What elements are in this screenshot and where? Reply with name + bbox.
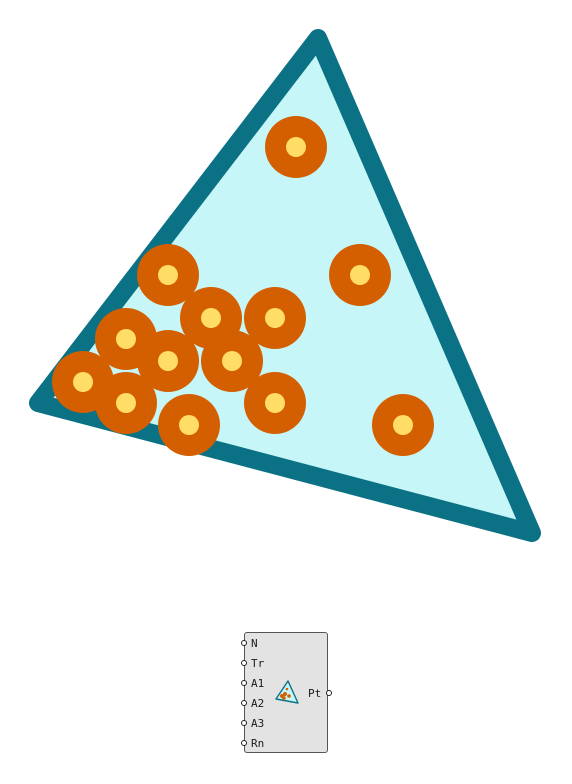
point-center	[265, 308, 285, 328]
point-marker	[95, 372, 157, 434]
input-label-n: N	[251, 637, 258, 650]
input-port-tr[interactable]	[241, 660, 247, 666]
triangle-region	[29, 29, 541, 542]
triangle-points-icon	[275, 680, 299, 704]
point-marker	[244, 372, 306, 434]
point-marker	[265, 116, 327, 178]
point-center	[393, 415, 413, 435]
point-marker	[329, 244, 391, 306]
point-marker	[201, 330, 263, 392]
input-port-a1[interactable]	[241, 680, 247, 686]
point-center	[158, 351, 178, 371]
point-center	[116, 329, 136, 349]
input-label-a1: A1	[251, 677, 265, 690]
input-port-rn[interactable]	[241, 740, 247, 746]
point-marker	[244, 287, 306, 349]
diagram-canvas	[29, 29, 541, 542]
grasshopper-component[interactable]: N Tr A1 A2 A3 Rn Pt	[241, 632, 332, 753]
point-center	[158, 265, 178, 285]
input-port-n[interactable]	[241, 640, 247, 646]
point-marker	[137, 244, 199, 306]
input-label-a2: A2	[251, 697, 265, 710]
input-label-tr: Tr	[251, 657, 265, 670]
output-label-pt: Pt	[308, 687, 322, 700]
point-marker	[372, 394, 434, 456]
input-label-rn: Rn	[251, 737, 265, 750]
point-center	[201, 308, 221, 328]
point-center	[350, 265, 370, 285]
point-center	[116, 393, 136, 413]
points-layer	[52, 116, 434, 456]
input-label-a3: A3	[251, 717, 265, 730]
point-center	[265, 393, 285, 413]
input-port-a3[interactable]	[241, 720, 247, 726]
input-port-a2[interactable]	[241, 700, 247, 706]
point-marker	[137, 330, 199, 392]
point-center	[286, 137, 306, 157]
point-center	[222, 351, 242, 371]
point-center	[179, 415, 199, 435]
output-port-pt[interactable]	[326, 690, 332, 696]
point-marker	[158, 394, 220, 456]
point-center	[73, 372, 93, 392]
